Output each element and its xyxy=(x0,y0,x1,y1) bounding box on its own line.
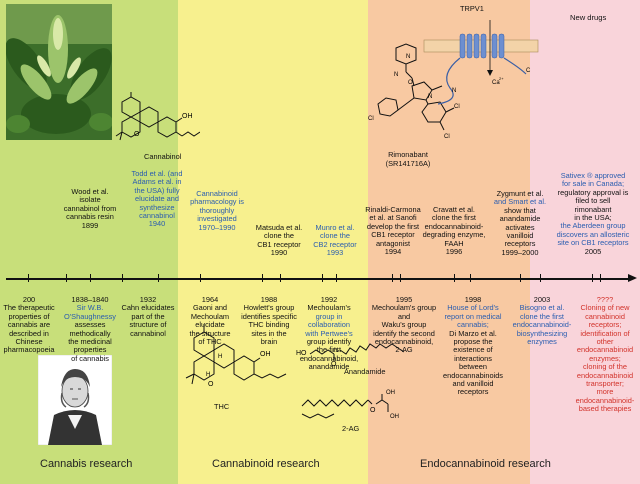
thc-label: THC xyxy=(214,402,230,411)
anandamide-o-label: O xyxy=(331,361,337,366)
rimonabant-pyrazole-n-label: N xyxy=(428,94,432,100)
era-band-new-drugs xyxy=(530,0,640,484)
thc-oh-label: OH xyxy=(260,351,271,358)
two-ag-o-label: O xyxy=(370,407,376,414)
rimonabant-cl-label-2: Cl xyxy=(454,104,460,110)
trpv1-ca-charge-label: 2+ xyxy=(499,76,504,81)
rimonabant-code: (SR141716A) xyxy=(385,159,431,168)
rimonabant-nh-label: N xyxy=(394,72,398,78)
rimonabant-label: Rimonabant (SR141716A) xyxy=(378,150,438,168)
tick-1940 xyxy=(158,274,159,282)
cannabinol-structure: OH O xyxy=(115,92,200,141)
tick-1993 xyxy=(336,274,337,282)
cannabinol-o-label: O xyxy=(134,131,140,138)
era-band-cannabinoid xyxy=(178,0,368,484)
rimonabant-structure: N N O N Cl Cl Cl xyxy=(368,43,460,140)
rimonabant-cl-label-3: Cl xyxy=(444,134,450,140)
rimonabant-name: Rimonabant xyxy=(388,150,428,159)
trpv1-label: TRPV1 xyxy=(460,4,484,13)
era-label-cannabinoid: Cannabinoid research xyxy=(212,458,320,470)
new-drugs-header: New drugs xyxy=(570,13,607,22)
two-ag-label: 2-AG xyxy=(342,424,360,433)
cannabinol-label: Cannabinol xyxy=(144,152,182,161)
rimonabant-ring-n-label: N xyxy=(406,54,410,60)
tick-1992 xyxy=(322,274,323,282)
thc-h-label-1: H xyxy=(218,354,222,360)
oshaughnessy-portrait xyxy=(38,355,112,445)
tick-1996 xyxy=(454,274,455,282)
cannabis-plant-image xyxy=(6,4,112,140)
era-label-cannabis: Cannabis research xyxy=(40,458,133,470)
trpv1-channel-diagram: Ca 2+ N C xyxy=(423,20,539,105)
tick-future xyxy=(600,274,601,282)
era-label-endocannabinoid: Endocannabinoid research xyxy=(420,458,551,470)
thc-structure: OH H H O xyxy=(185,324,287,388)
tick-1995 xyxy=(400,274,401,282)
tick-1988 xyxy=(262,274,263,282)
thc-h-label-2: H xyxy=(206,372,210,378)
timeline-axis xyxy=(6,278,630,280)
cannabinol-oh-label: OH xyxy=(182,113,193,120)
two-ag-oh-label-2: OH xyxy=(390,414,399,420)
tick-1899 xyxy=(90,274,91,282)
anandamide-n-label: N xyxy=(334,348,338,354)
tick-1994 xyxy=(392,274,393,282)
anandamide-structure: HO N O xyxy=(296,343,405,366)
thc-o-label: O xyxy=(208,381,214,388)
tick-200 xyxy=(28,274,29,282)
trpv1-c-terminus-label: C xyxy=(526,68,531,74)
tick-1932 xyxy=(122,274,123,282)
tick-2003 xyxy=(540,274,541,282)
era-band-endocannabinoid xyxy=(368,0,530,484)
timeline-arrowhead xyxy=(628,274,637,282)
trpv1-ca-label: Ca xyxy=(492,80,500,86)
rimonabant-cl-label-1: Cl xyxy=(368,116,374,122)
anandamide-label: Anandamide xyxy=(344,367,386,376)
tick-1838 xyxy=(66,274,67,282)
two-ag-oh-label-1: OH xyxy=(386,390,395,396)
two-ag-structure: O OH OH xyxy=(301,390,399,420)
tick-2000 xyxy=(520,274,521,282)
rimonabant-o-label: O xyxy=(408,80,413,86)
tick-1998 xyxy=(470,274,471,282)
tick-2005 xyxy=(592,274,593,282)
trpv1-n-terminus-label: N xyxy=(452,88,456,94)
tick-1990 xyxy=(280,274,281,282)
tick-1964 xyxy=(200,274,201,282)
anandamide-ho-label: HO xyxy=(296,350,307,357)
